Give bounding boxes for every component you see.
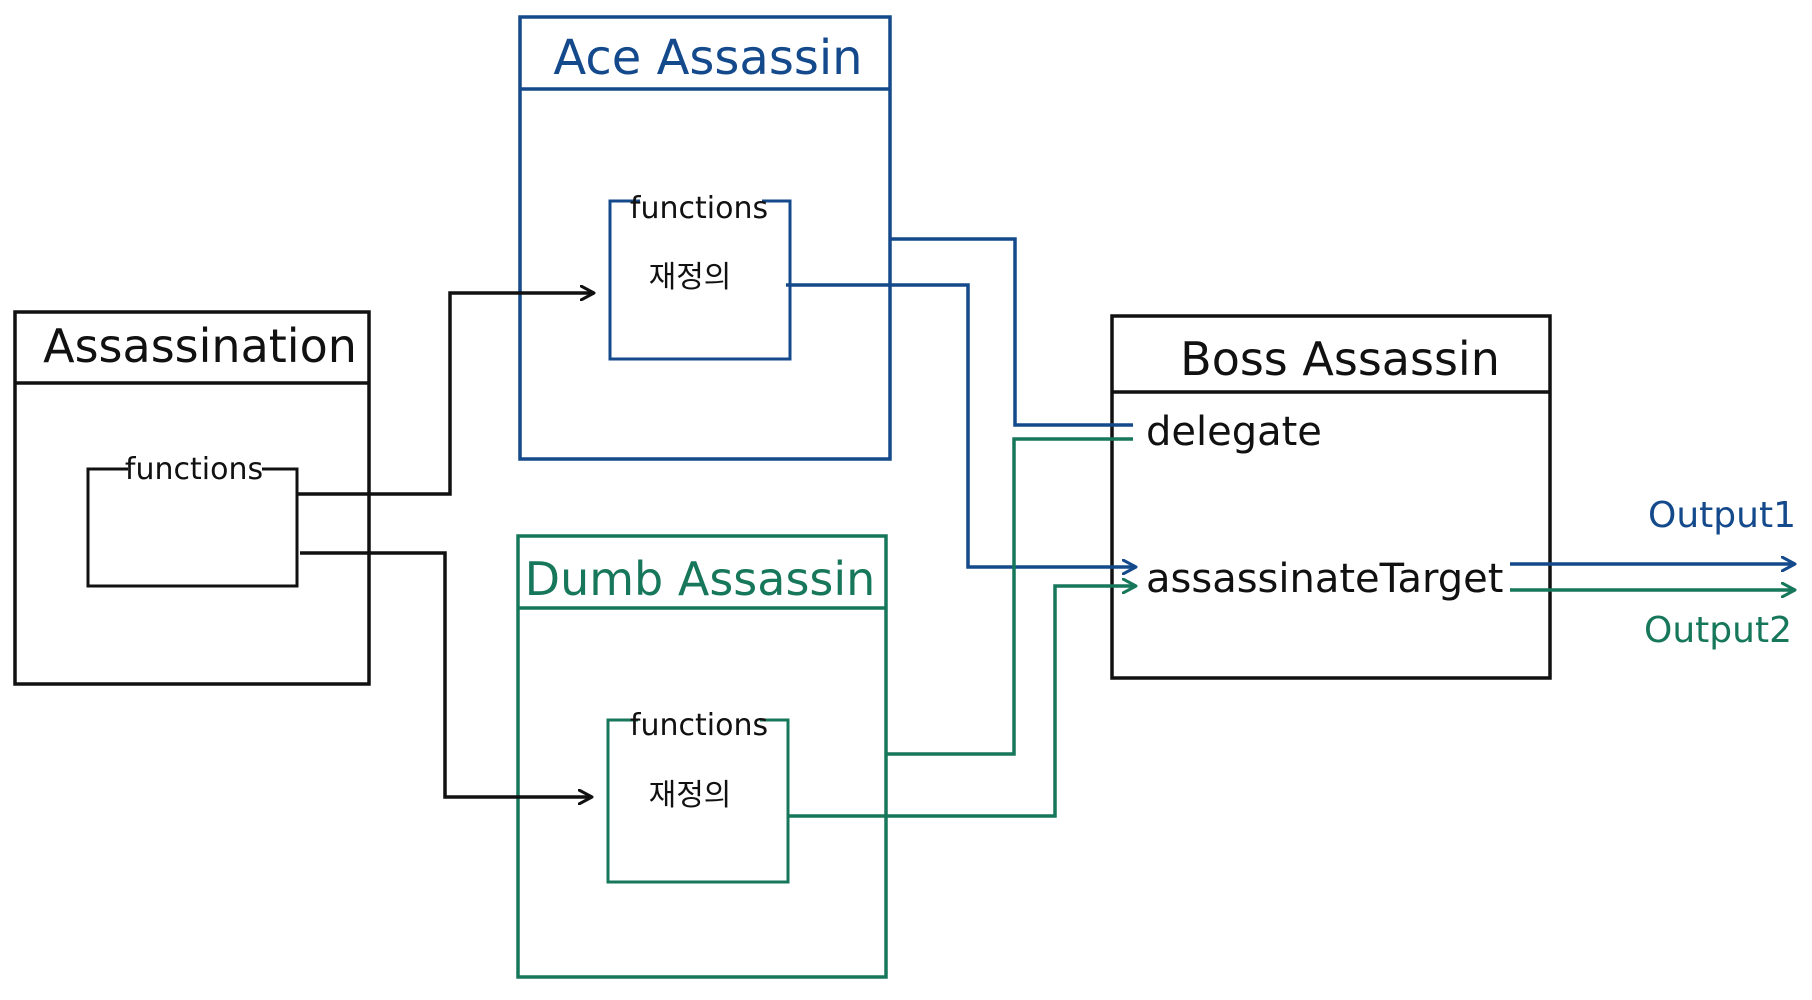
connector-ace-override-to-target <box>786 283 1136 567</box>
boss-assassin-class-box: Boss Assassin delegate assassinateTarget <box>1110 314 1552 680</box>
connector-ace-to-delegate <box>890 237 1133 427</box>
connector-assassination-to-ace <box>297 293 594 496</box>
ace-override-label: 재정의 <box>649 260 732 295</box>
assassination-class-box: Assassination functions <box>13 310 371 686</box>
connector-dumb-to-delegate <box>886 437 1133 756</box>
assassination-functions-box: functions <box>86 452 299 588</box>
dumb-assassin-title: Dumb Assassin <box>525 552 876 606</box>
ace-assassin-title: Ace Assassin <box>553 30 862 86</box>
dumb-override-label: 재정의 <box>649 778 732 813</box>
connector-dumb-override-to-target <box>788 586 1136 818</box>
ace-functions-label: functions <box>630 191 768 226</box>
assassination-functions-label: functions <box>125 452 263 487</box>
ace-assassin-class-box: Ace Assassin functions 재정의 <box>518 15 892 461</box>
ace-functions-box: functions 재정의 <box>608 191 792 361</box>
output1-label: Output1 <box>1648 495 1796 536</box>
dumb-assassin-class-box: Dumb Assassin functions 재정의 <box>516 534 888 979</box>
connector-assassination-to-dumb <box>300 551 592 797</box>
output2-label: Output2 <box>1644 610 1792 651</box>
assassination-title: Assassination <box>43 319 357 373</box>
dumb-functions-box: functions 재정의 <box>606 708 790 884</box>
boss-assassinate-target-method: assassinateTarget <box>1146 556 1503 602</box>
boss-delegate-property: delegate <box>1146 409 1322 455</box>
dumb-functions-label: functions <box>630 708 768 743</box>
boss-assassin-title: Boss Assassin <box>1180 332 1500 386</box>
